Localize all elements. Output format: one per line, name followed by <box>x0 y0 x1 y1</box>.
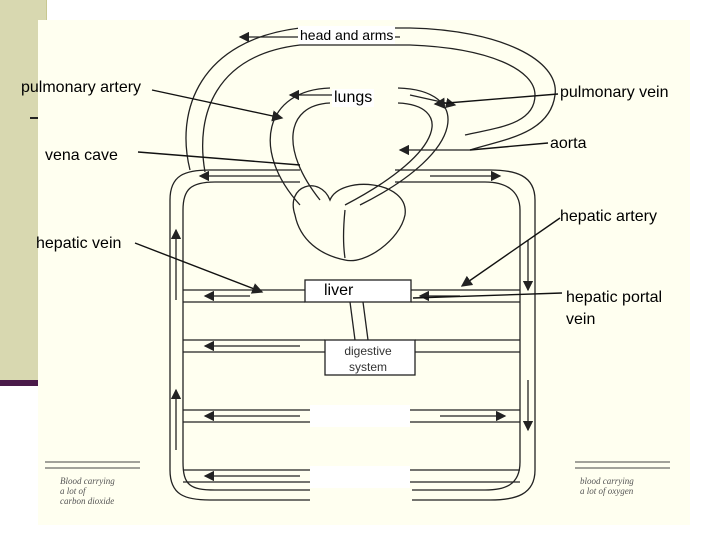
legend-left-swatch <box>45 461 140 469</box>
slide-accent-rule <box>0 380 38 386</box>
liver-channel-right <box>411 289 520 303</box>
digestive-channel-right <box>415 339 520 353</box>
liver-channel-left <box>183 289 305 303</box>
leader-hepatic-vein <box>134 242 264 294</box>
label-aorta: aorta <box>550 135 587 152</box>
label-digestive-system: digestive system <box>344 344 392 374</box>
label-lungs: lungs <box>332 89 375 107</box>
body-loop-left <box>169 169 310 501</box>
lower-organ-1 <box>310 405 410 427</box>
leader-aorta <box>469 142 549 151</box>
liver-box <box>304 279 412 303</box>
label-vena-cave: vena cave <box>45 147 118 164</box>
leader-hepatic-artery <box>460 217 561 287</box>
heart-septum <box>342 209 346 259</box>
body-loop-right <box>395 169 536 501</box>
leader-pulmonary-artery <box>151 89 284 122</box>
lung-loop-right-outer <box>359 87 449 206</box>
head-loop-inner <box>202 44 536 173</box>
slide-dash <box>30 117 38 119</box>
head-loop-outer <box>185 27 556 171</box>
lower-loop-2 <box>183 469 520 483</box>
label-pulmonary-artery: pulmonary artery <box>21 79 142 96</box>
label-pulmonary-vein: pulmonary vein <box>560 84 669 101</box>
label-hepatic-artery: hepatic artery <box>560 208 657 225</box>
body-loop-right-inner <box>395 181 521 491</box>
portal-vein-line <box>349 301 369 341</box>
lung-loop-left-outer <box>269 87 331 206</box>
legend-right-text: blood carrying a lot of oxygen <box>580 476 634 496</box>
digestive-box <box>324 339 416 376</box>
label-hepatic-vein: hepatic vein <box>36 235 122 252</box>
legend-left-text: Blood carrying a lot of carbon dioxide <box>60 476 115 506</box>
leader-hepatic-portal-vein <box>412 292 563 299</box>
digestive-channel-left <box>183 339 325 353</box>
label-hepatic-portal-vein: hepatic portal vein <box>566 289 663 328</box>
label-liver: liver <box>322 282 356 300</box>
leader-vena-cave <box>137 151 301 166</box>
legend-right-swatch <box>575 461 670 469</box>
leader-pulmonary-vein <box>433 93 559 109</box>
heart-outline <box>292 183 406 262</box>
body-loop-left-inner <box>182 181 310 491</box>
lower-loop-1 <box>183 409 520 423</box>
label-head-and-arms: head and arms <box>298 26 396 44</box>
lung-loop-left-inner <box>292 102 331 201</box>
lower-organ-2 <box>310 466 410 488</box>
